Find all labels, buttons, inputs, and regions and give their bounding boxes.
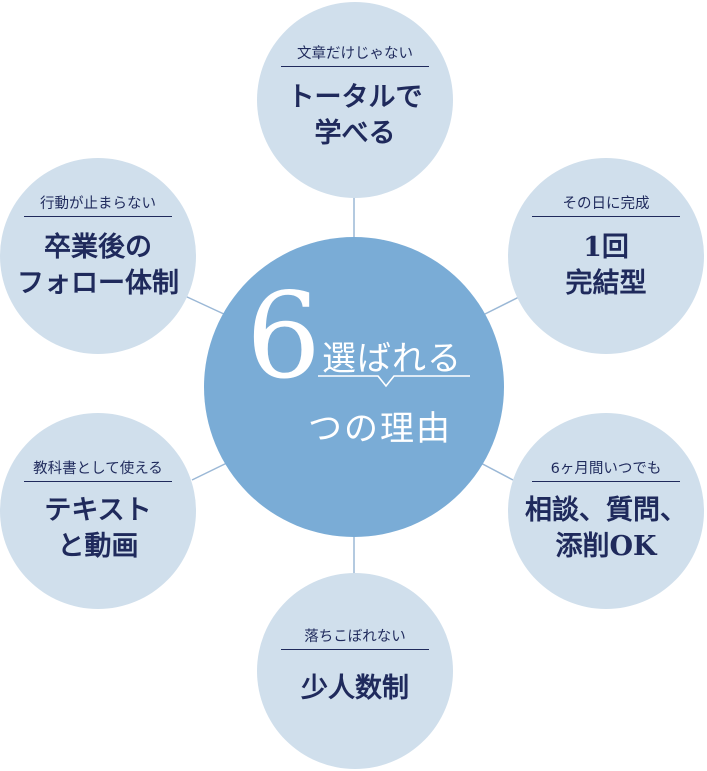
reason-title: トータルで 学べる xyxy=(257,80,453,152)
reason-title: 卒業後の フォロー体制 xyxy=(0,230,196,302)
speech-underline xyxy=(318,375,470,388)
reason-rule xyxy=(281,649,429,650)
center-bottom-text: つの理由 xyxy=(308,409,452,449)
center-number: 6 xyxy=(246,267,322,405)
reason-rule xyxy=(281,66,429,67)
reason-title-line2: 学べる xyxy=(314,118,396,149)
reason-bubble-follow-up: 行動が止まらない 卒業後の フォロー体制 xyxy=(0,158,196,354)
reason-bubble-one-session: その日に完成 1回 完結型 xyxy=(508,158,704,354)
reason-title: 相談、質問、 添削OK xyxy=(508,493,704,565)
reason-title-line1: テキスト xyxy=(44,495,152,526)
reason-subtitle: 落ちこぼれない xyxy=(304,629,406,645)
reason-title-line1: 相談、質問、 xyxy=(525,495,687,526)
reason-bubble-total-learning: 文章だけじゃない トータルで 学べる xyxy=(257,2,453,198)
reason-title-line1: 卒業後の xyxy=(44,232,152,263)
reason-subtitle: 文章だけじゃない xyxy=(297,46,413,62)
center-circle: 6 選ばれる つの理由 xyxy=(204,237,504,537)
reason-bubble-small-class: 落ちこぼれない 少人数制 xyxy=(257,573,453,769)
reason-title: テキスト と動画 xyxy=(0,493,196,565)
reason-title-line2: と動画 xyxy=(57,531,139,562)
reason-title: 1回 完結型 xyxy=(508,230,704,302)
reason-rule xyxy=(24,481,172,482)
reason-title-line1: 少人数制 xyxy=(301,673,409,704)
reason-title-line1: 1回 xyxy=(583,232,629,263)
reason-subtitle: 教科書として使える xyxy=(33,461,163,477)
reason-title: 少人数制 xyxy=(257,671,453,707)
reason-title-line1: トータルで xyxy=(287,82,423,113)
reason-rule xyxy=(24,216,172,217)
reason-bubble-textbook: 教科書として使える テキスト と動画 xyxy=(0,413,196,609)
reason-subtitle: 6ヶ月間いつでも xyxy=(550,461,662,477)
reason-bubble-consultation: 6ヶ月間いつでも 相談、質問、 添削OK xyxy=(508,413,704,609)
connector-top-right xyxy=(482,295,522,316)
reason-title-line2: 完結型 xyxy=(565,268,647,299)
reason-rule xyxy=(532,481,680,482)
reason-subtitle: その日に完成 xyxy=(562,196,650,212)
reason-subtitle: 行動が止まらない xyxy=(40,196,156,212)
center-top-text: 選ばれる xyxy=(322,339,462,379)
reason-rule xyxy=(532,216,680,217)
connector-top-left xyxy=(184,295,227,316)
reason-title-line2: フォロー体制 xyxy=(17,268,179,299)
reason-title-line2: 添削OK xyxy=(555,531,657,562)
